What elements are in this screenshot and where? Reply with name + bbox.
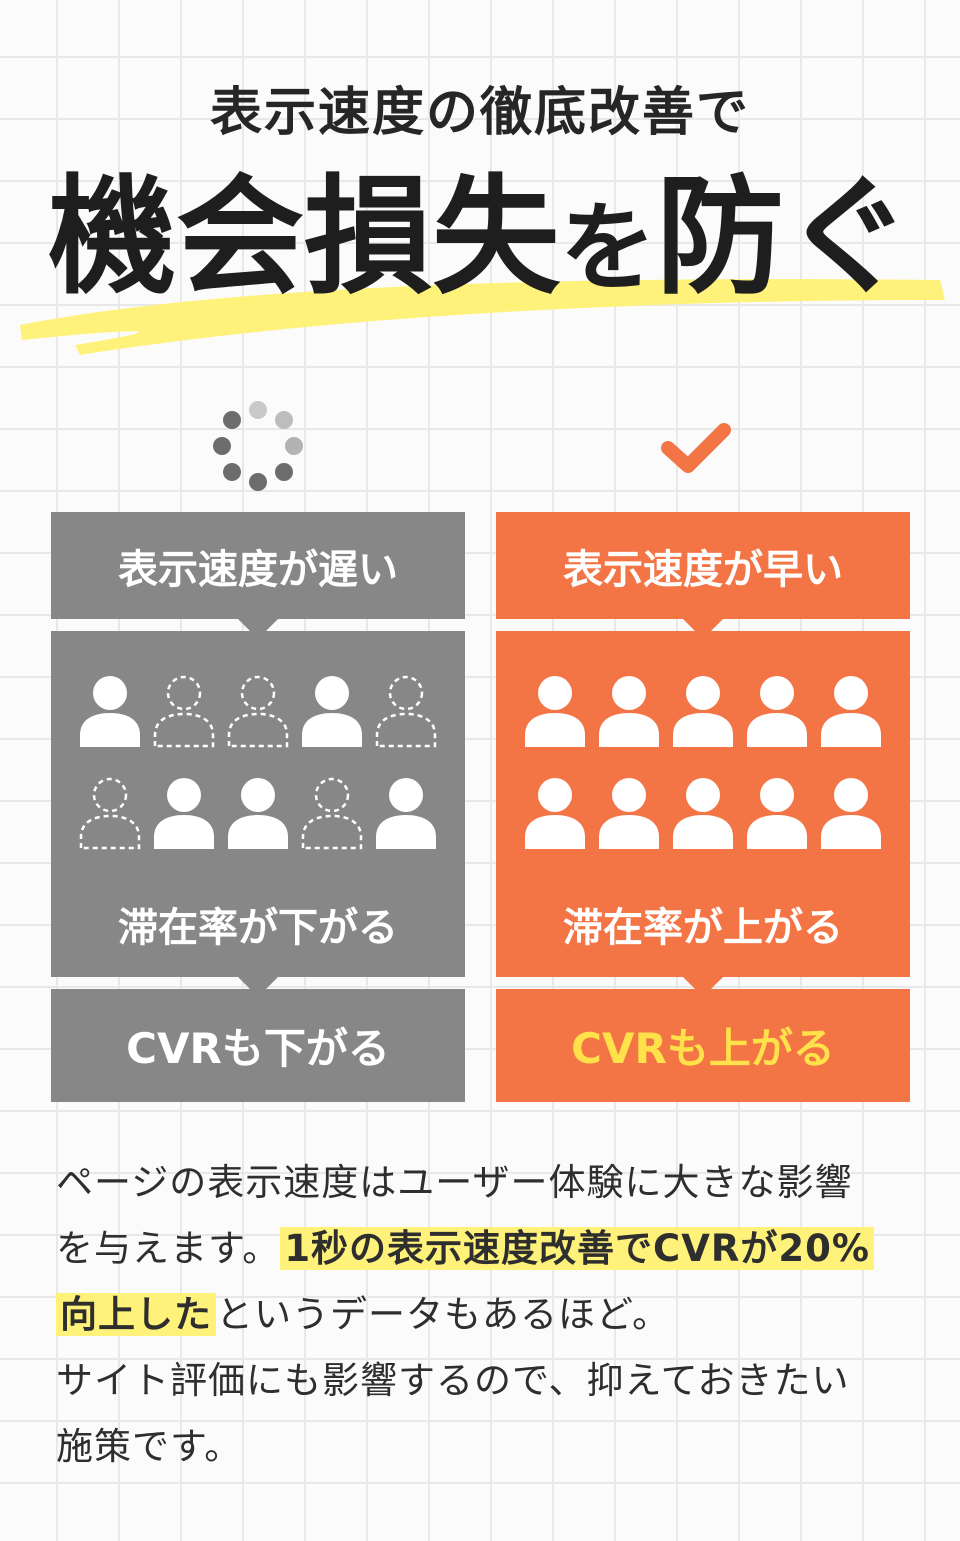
person-icon (740, 673, 814, 749)
person-icon (592, 775, 666, 851)
person-icon (740, 775, 814, 851)
checkmark-icon (661, 423, 731, 473)
description-fragment: というデータもあるほど。 (216, 1293, 671, 1336)
person-outline-icon (369, 673, 443, 749)
fast-speed-label: 表示速度が早い (496, 512, 910, 619)
description-line: ページの表示速度はユーザー体験に大きな影響 (56, 1161, 853, 1204)
subtitle: 表示速度の徹底改善で (209, 82, 750, 143)
person-icon (666, 775, 740, 851)
description-fragment: を与えます。 (56, 1227, 281, 1270)
slow-speed-label: 表示速度が遅い (51, 512, 465, 619)
description-line: 施策です。 (56, 1425, 243, 1468)
person-icon (221, 775, 295, 851)
slow-people-panel: 滞在率が下がる (51, 631, 465, 977)
person-outline-icon (147, 673, 221, 749)
main-title-part1: 機会損失 (47, 162, 560, 312)
description-line: サイト評価にも影響するので、抑えておきたい (56, 1359, 850, 1402)
person-icon (666, 673, 740, 749)
main-title-particle: を (560, 191, 656, 304)
slow-column: 表示速度が遅い 滞在率が下がる CVRも下がる (51, 0, 465, 1541)
description-highlight: 1秒の表示速度改善でCVRが20% (280, 1227, 874, 1270)
main-title: 機会損失を防ぐ (0, 162, 960, 323)
person-outline-icon (295, 775, 369, 851)
person-icon (592, 673, 666, 749)
highlight-swoosh (20, 279, 945, 355)
person-icon (518, 775, 592, 851)
arrow-down-icon (238, 619, 278, 639)
person-icon (814, 775, 888, 851)
person-icon (814, 673, 888, 749)
cvr-down-label: CVRも下がる (51, 989, 465, 1102)
description-text: ページの表示速度はユーザー体験に大きな影響 を与えます。1秒の表示速度改善でCV… (56, 1150, 916, 1480)
person-icon (147, 775, 221, 851)
cvr-up-label: CVRも上がる (496, 989, 910, 1102)
main-title-part2: 防ぐ (656, 162, 913, 312)
arrow-down-icon (238, 977, 278, 997)
person-icon (295, 673, 369, 749)
people-grid (518, 673, 888, 851)
fast-column: 表示速度が早い 滞在率が上がる CVRも上がる (496, 0, 910, 1541)
description-line: 向上したというデータもあるほど。 (56, 1282, 916, 1348)
person-outline-icon (73, 775, 147, 851)
arrow-down-icon (683, 619, 723, 639)
person-icon (73, 673, 147, 749)
person-outline-icon (221, 673, 295, 749)
retention-down-label: 滞在率が下がる (118, 905, 398, 951)
retention-up-label: 滞在率が上がる (563, 905, 843, 951)
person-icon (369, 775, 443, 851)
people-grid (73, 673, 443, 851)
person-icon (518, 673, 592, 749)
loading-spinner-icon (213, 401, 303, 491)
arrow-down-icon (683, 977, 723, 997)
description-highlight: 向上した (56, 1293, 216, 1336)
fast-people-panel: 滞在率が上がる (496, 631, 910, 977)
description-line: を与えます。1秒の表示速度改善でCVRが20% (56, 1216, 916, 1282)
